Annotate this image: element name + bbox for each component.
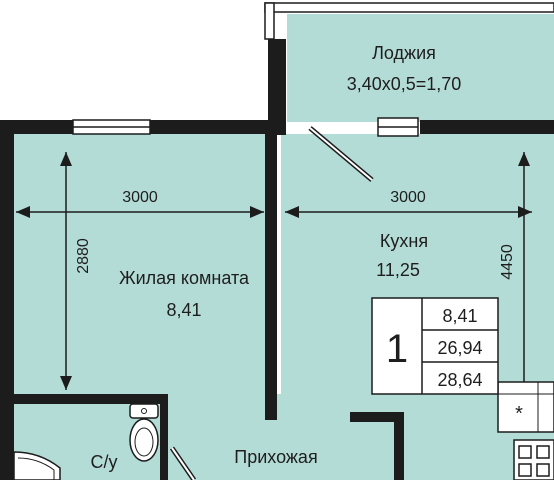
hall-kitchen-wall-top [350,412,404,422]
living-width-label: 3000 [122,189,158,206]
arrow-down-icon [60,376,72,390]
bathroom-name: С/у [91,452,118,472]
loggia-left-wall [268,39,286,135]
arrow-left-icon [285,206,299,218]
kitchen-area: 11,25 [376,260,420,280]
living-area-value: 8,41 [442,306,477,326]
bathroom-top-wall [14,394,160,404]
kitchen-depth-label: 4450 [499,244,516,280]
toilet-seat [134,427,154,457]
living-room-area: 8,41 [166,300,201,320]
arrow-right-icon [518,206,532,218]
hallway-floor [160,394,400,480]
total-with-loggia-value: 28,64 [437,370,482,390]
bathroom-right-wall [160,394,168,480]
loggia-frame [264,2,554,13]
toilet-bowl [129,418,159,462]
stove-burner-3 [518,463,532,477]
hall-kitchen-wall [394,412,404,480]
kitchen-cabinet [497,381,554,433]
top-wall-middle [150,120,286,134]
hallway-name: Прихожая [234,447,317,467]
rooms-count: 1 [386,327,408,371]
partition-wall [265,134,277,420]
arrow-up-icon [60,152,72,166]
living-depth-label: 2880 [75,238,92,274]
stove-burner-4 [536,463,550,477]
loggia-area: 3,40х0,5=1,70 [347,74,462,94]
living-room-floor [14,134,265,394]
toilet-tank [129,403,159,419]
bathtub-inner [17,457,55,480]
stove-burner-2 [536,445,550,459]
area-summary-table: 1 8,41 26,94 28,64 [371,297,499,395]
loggia-left-frame [264,2,275,40]
loggia-floor [287,14,554,122]
left-wall [0,120,14,480]
kitchen-width-label: 3000 [390,189,426,206]
total-area-value: 26,94 [437,338,482,358]
kitchen-name: Кухня [380,231,428,251]
bathroom-door-inner [171,447,195,480]
loggia-name: Лоджия [372,43,436,63]
living-room-name: Жилая комната [119,268,250,288]
arrow-left-icon [16,206,30,218]
top-wall-right [420,120,554,134]
balcony-door-inner [309,127,373,181]
arrow-up-icon [518,152,530,166]
top-wall-left [0,120,73,134]
toilet-button [141,408,147,414]
bathtub [13,451,61,480]
cabinet-star-icon: * [515,403,523,425]
arrow-right-icon [250,206,264,218]
stove-burner-1 [518,445,532,459]
